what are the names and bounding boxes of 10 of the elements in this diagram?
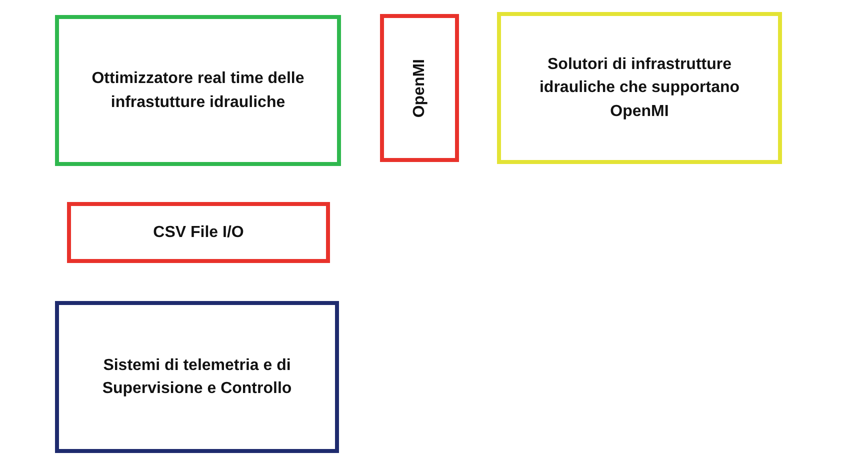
process-box <box>497 12 782 164</box>
process-box <box>67 202 330 263</box>
box-label: Sistemi di telemetria e di Supervisione e Controllo <box>101 356 293 399</box>
box-label: Solutori di infrastrutture idrauliche che supportano OpenMI <box>538 55 741 122</box>
process-box <box>55 301 339 453</box>
box-label: CSV File I/O <box>153 222 244 243</box>
box-label: OpenMI <box>410 58 429 118</box>
process-box <box>380 14 459 162</box>
box-label: Ottimizzatore real time delle infrastutture idrauliche <box>90 69 306 112</box>
process-box <box>55 15 341 166</box>
